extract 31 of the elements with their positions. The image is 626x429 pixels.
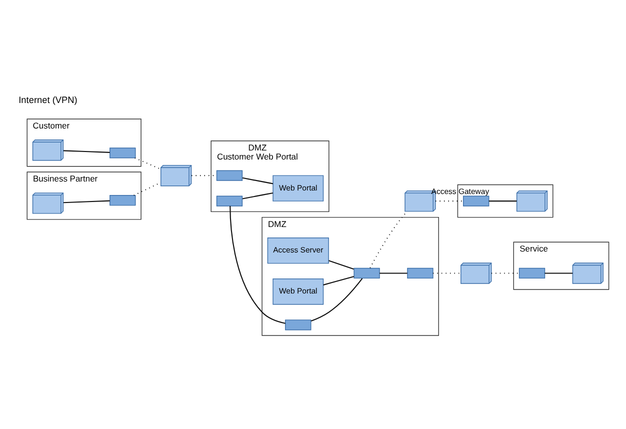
node-bar xyxy=(463,196,490,206)
node-bar xyxy=(518,268,546,279)
node-label: Access Gateway xyxy=(431,186,490,196)
cluster xyxy=(457,184,554,218)
node-bar xyxy=(110,148,136,158)
label: Internet (VPN) xyxy=(18,94,78,105)
connector xyxy=(134,157,161,170)
connector xyxy=(380,272,408,274)
node-box: Access Server xyxy=(267,238,329,264)
node-bar xyxy=(407,268,434,279)
connector xyxy=(328,260,354,270)
node-bar xyxy=(354,268,380,279)
connector xyxy=(370,211,408,268)
connector xyxy=(63,200,110,204)
connector xyxy=(63,150,110,153)
connector xyxy=(310,278,363,322)
connector xyxy=(242,192,274,200)
node-bar xyxy=(216,196,243,206)
cluster: Service xyxy=(513,242,610,290)
connector xyxy=(544,272,573,274)
node-box: Web Portal xyxy=(272,278,324,305)
node-box: Web Portal xyxy=(272,175,324,202)
cluster: Customer xyxy=(26,118,142,167)
node-bar xyxy=(285,320,312,330)
node-bar xyxy=(110,195,136,206)
cluster: Business Partner xyxy=(26,172,142,220)
connector xyxy=(230,206,286,324)
node-bar xyxy=(216,170,243,181)
connector xyxy=(488,200,517,202)
connector xyxy=(242,177,274,184)
connector xyxy=(323,276,354,286)
